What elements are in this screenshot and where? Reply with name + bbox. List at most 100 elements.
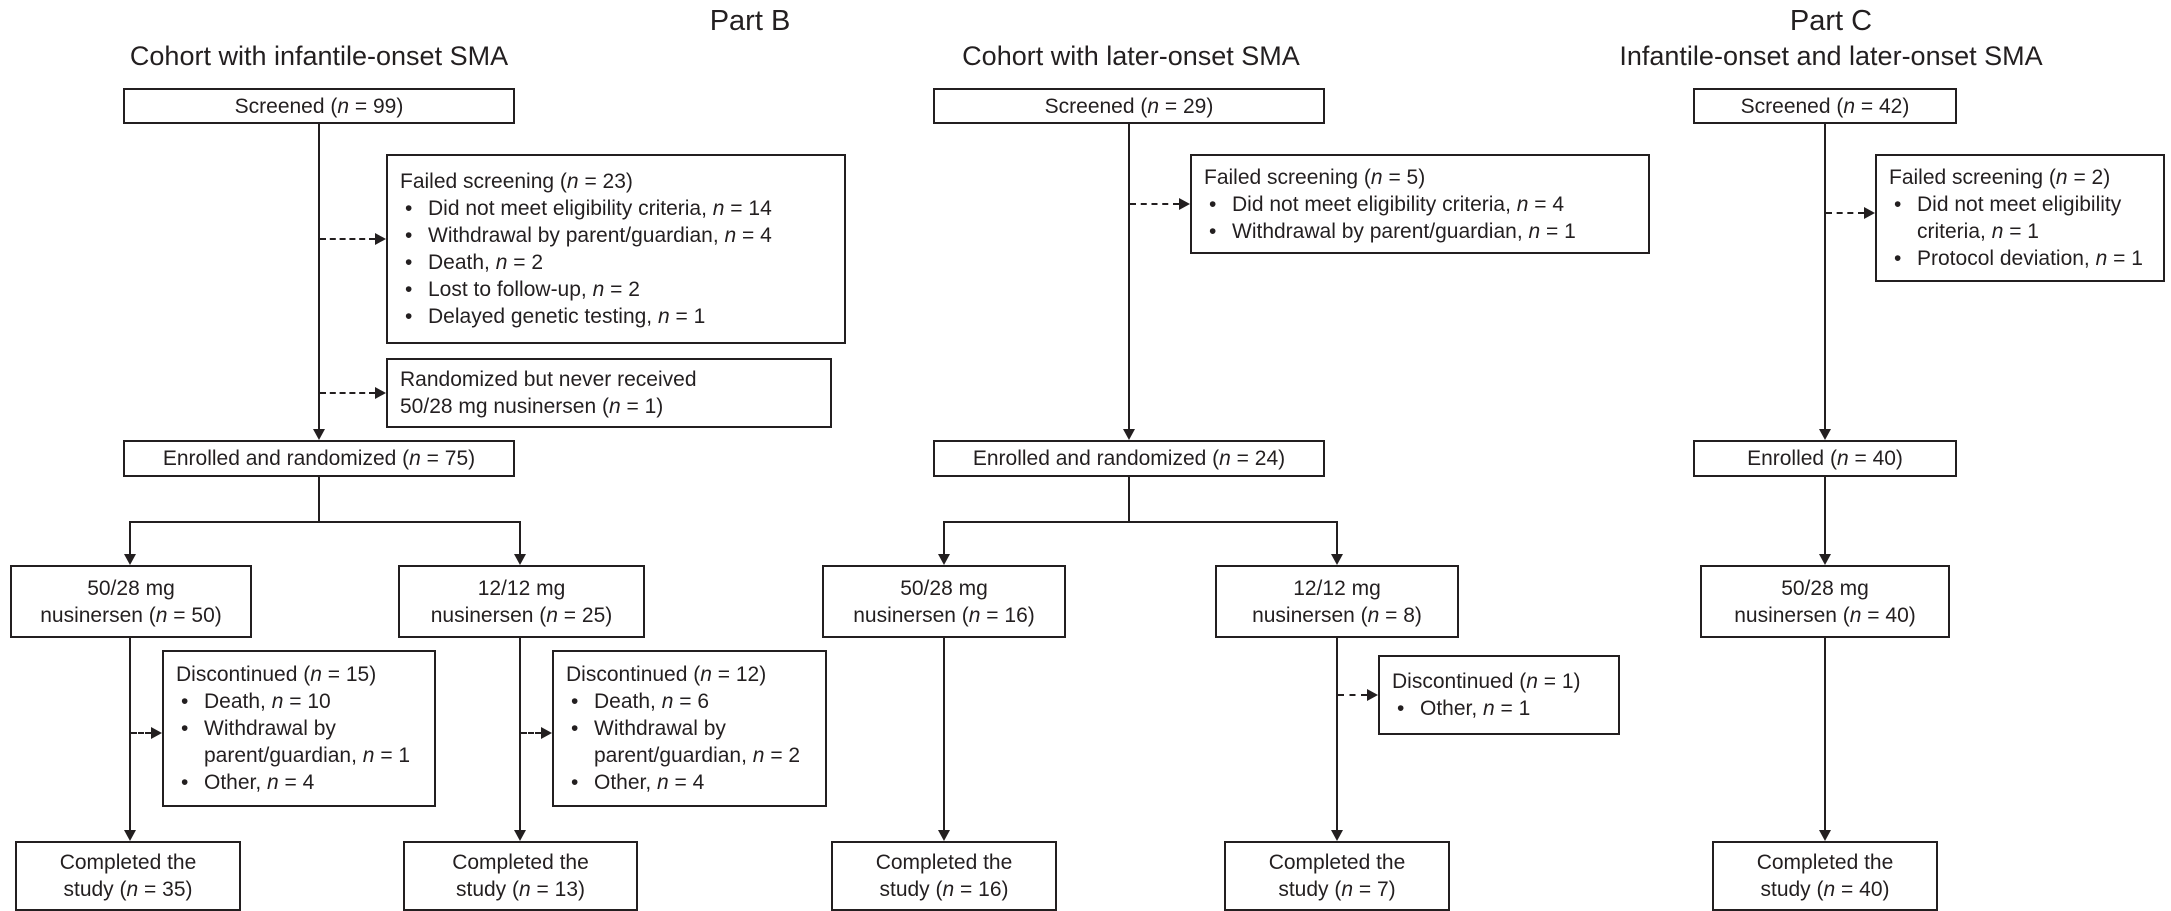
list-item: •Did not meet eligibility criteria, n = … [400,195,832,222]
arrowhead-icon [938,554,950,565]
failed-screening-title-infantile: Failed screening (n = 23) [400,170,633,193]
discontinued-box-infantile-5028: Discontinued (n = 15) • Death, n = 10 •Wi… [162,650,436,807]
connector-to-arm-infantile-1212 [519,521,521,554]
failed-reason: Withdrawal by parent/guardian, n = 1 [1232,219,1576,243]
discontinued-title: Discontinued (n = 12) [566,663,767,686]
arrowhead-icon [313,429,325,440]
failed-screening-box-part-c: Failed screening (n = 2) • Did not meet e… [1875,154,2165,282]
bullet-icon: • [405,305,413,328]
discontinued-title: Discontinued (n = 15) [176,663,377,686]
discontinued-reason: Death, n = 6 [594,690,710,713]
discontinued-reason: Withdrawal by parent/guardian, n = 2 [594,717,801,767]
arrowhead-icon [514,554,526,565]
bullet-icon: • [571,771,579,794]
screened-label-later: Screened (n = 29) [1044,94,1214,118]
arrowhead-icon [514,830,526,841]
failed-reason: Did not meet eligibility criteria, n = 4 [1232,192,1565,216]
list-item: • Death, n = 10 [176,688,422,715]
screened-box-later: Screened (n = 29) [933,88,1325,124]
completed-box-part-c: Completed the study (n = 40) [1712,841,1938,911]
list-item: •Protocol deviation, n = 1 [1889,245,2151,272]
screened-box-infantile: Screened (n = 99) [123,88,515,124]
connector-screened-to-enrolled-part-c [1824,124,1826,429]
arrowhead-icon [1367,689,1378,701]
failed-screening-title-part-c: Failed screening (n = 2) [1889,166,2111,189]
split-bar-later [943,521,1338,523]
failed-reason: Lost to follow-up, n = 2 [428,278,640,301]
failed-reason: Did not meet eligibility criteria, n = 1 [1917,193,2122,243]
arrowhead-icon [375,387,386,399]
dashed-connector-discontinued-infantile-5028 [131,732,151,734]
arrowhead-icon [1331,830,1343,841]
bullet-icon: • [181,717,189,740]
arrowhead-icon [541,727,552,739]
completed-box-later-5028: Completed the study (n = 16) [831,841,1057,911]
discontinued-reason: Other, n = 4 [594,771,705,794]
connector-screened-to-enrolled-infantile [318,124,320,429]
connector-arm-to-completed-part-c [1824,638,1826,830]
completed-label: Completed the study (n = 7) [1268,851,1406,901]
list-item: • Other, n = 4 [176,769,422,796]
bullet-icon: • [1894,193,1902,216]
arrowhead-icon [1179,198,1190,210]
screened-label-infantile: Screened (n = 99) [234,94,404,118]
completed-label: Completed the study (n = 40) [1756,851,1894,901]
dashed-connector-failed-screening-later [1130,203,1179,205]
dashed-connector-discontinued-later-1212 [1338,694,1367,696]
list-item: • Did not meet eligibility criteria, n = … [1889,191,2151,245]
connector-enrolled-split-later [1128,477,1130,523]
connector-arm-to-completed-infantile-5028 [129,638,131,830]
screened-label-part-c: Screened (n = 42) [1740,94,1910,118]
arm-box-infantile-1212: 12/12 mg nusinersen (n = 25) [398,565,645,638]
connector-arm-to-completed-later-5028 [943,638,945,830]
enrolled-label-infantile: Enrolled and randomized (n = 75) [162,447,476,470]
cohort-title-part-c: Infantile-onset and later-onset SMA [1619,41,2043,71]
discontinued-box-later-1212: Discontinued (n = 1) •Other, n = 1 [1378,655,1620,735]
list-item: • Lost to follow-up, n = 2 [400,276,832,303]
arm-label-infantile-1212: 12/12 mg nusinersen (n = 25) [430,576,613,627]
arrowhead-icon [1331,554,1343,565]
connector-to-arm-later-5028 [943,521,945,554]
list-item: • Other, n = 4 [566,769,813,796]
bullet-icon: • [181,771,189,794]
arm-box-later-1212: 12/12 mg nusinersen (n = 8) [1215,565,1459,638]
failed-screening-box-infantile: Failed screening (n = 23) •Did not meet … [386,154,846,344]
list-item: • Death, n = 2 [400,249,832,276]
connector-to-arm-infantile-5028 [129,521,131,554]
arrowhead-icon [1819,830,1831,841]
failed-screening-box-later: Failed screening (n = 5) •Did not meet e… [1190,154,1650,254]
connector-arm-to-completed-later-1212 [1336,638,1338,830]
arm-box-later-5028: 50/28 mg nusinersen (n = 16) [822,565,1066,638]
list-item: •Withdrawal by parent/guardian, n = 1 [176,715,422,769]
arm-label-infantile-5028: 50/28 mg nusinersen (n = 50) [40,576,222,627]
enrolled-box-infantile: Enrolled and randomized (n = 75) [123,440,515,477]
discontinued-title: Discontinued (n = 1) [1392,670,1581,693]
failed-reason: Withdrawal by parent/guardian, n = 4 [428,224,772,247]
arrowhead-icon [1819,554,1831,565]
connector-arm-to-completed-infantile-1212 [519,638,521,830]
bullet-icon: • [405,251,413,274]
enrolled-label-later: Enrolled and randomized (n = 24) [972,447,1286,470]
list-item: • Delayed genetic testing, n = 1 [400,303,832,330]
arrowhead-icon [1819,429,1831,440]
failed-reason: Death, n = 2 [428,251,544,274]
arrowhead-icon [1864,207,1875,219]
discontinued-reason: Death, n = 10 [204,690,331,713]
part-c-title: Part C [1789,5,1873,37]
arrowhead-icon [151,727,162,739]
bullet-icon: • [405,278,413,301]
arrowhead-icon [938,830,950,841]
bullet-icon: • [1209,219,1217,243]
connector-enrolled-split-infantile [318,477,320,523]
bullet-icon: • [1894,247,1902,270]
split-bar-infantile [129,521,521,523]
completed-label: Completed the study (n = 16) [875,851,1013,901]
discontinued-reason: Other, n = 4 [204,771,315,794]
arm-label-later-5028: 50/28 mg nusinersen (n = 16) [853,576,1035,627]
arrowhead-icon [1123,429,1135,440]
arm-label-later-1212: 12/12 mg nusinersen (n = 8) [1252,576,1422,627]
cohort-title-later: Cohort with later-onset SMA [962,41,1300,71]
bullet-icon: • [181,690,189,713]
failed-reason: Delayed genetic testing, n = 1 [428,305,706,328]
